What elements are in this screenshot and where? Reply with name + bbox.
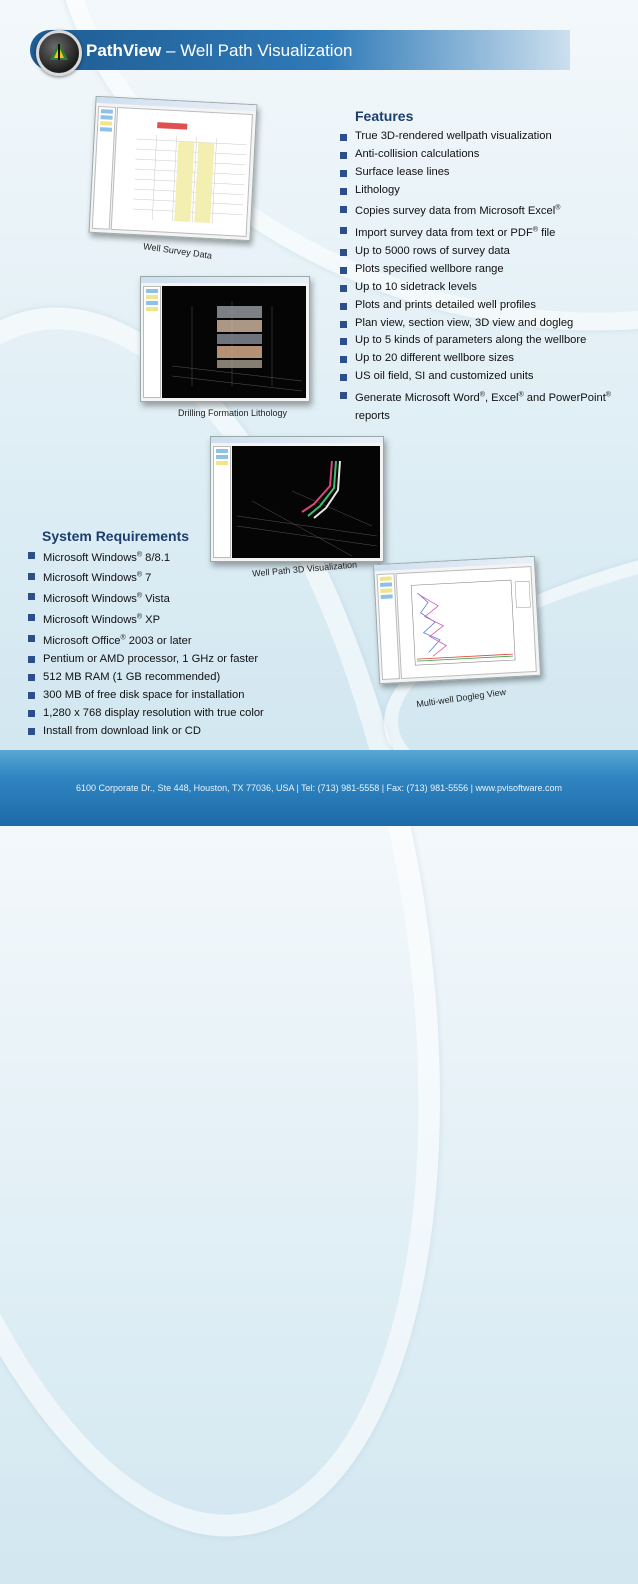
list-item: Microsoft Windows® Vista bbox=[28, 587, 328, 608]
feature-label: Lithology bbox=[355, 183, 400, 196]
list-item: True 3D-rendered wellpath visualization bbox=[340, 128, 620, 146]
list-item: Plots and prints detailed well profiles bbox=[340, 297, 620, 315]
logo-icon bbox=[50, 42, 68, 60]
registered-mark: ® bbox=[120, 633, 126, 641]
feature-label: Plots and prints detailed well profiles bbox=[355, 298, 536, 311]
list-item: Copies survey data from Microsoft Excel® bbox=[340, 200, 620, 222]
list-item: Pentium or AMD processor, 1 GHz or faste… bbox=[28, 650, 328, 668]
requirement-label: Pentium or AMD processor, 1 GHz or faste… bbox=[43, 652, 259, 665]
feature-label: Generate Microsoft Word®, Excel® and Pow… bbox=[355, 391, 611, 422]
caption-well-survey-data: Well Survey Data bbox=[142, 241, 213, 261]
list-item: Plan view, section view, 3D view and dog… bbox=[340, 315, 620, 333]
registered-mark: ® bbox=[136, 551, 143, 558]
list-item: Surface lease lines bbox=[340, 164, 620, 182]
list-item: Up to 20 different wellbore sizes bbox=[340, 350, 620, 368]
list-item: Up to 10 sidetrack levels bbox=[340, 279, 620, 297]
requirement-label: 300 MB of free disk space for installati… bbox=[43, 688, 245, 701]
list-item: 1,280 x 768 display resolution with true… bbox=[28, 704, 328, 722]
feature-label: Import survey data from text or PDF® fil… bbox=[355, 226, 556, 239]
registered-mark: ® bbox=[136, 592, 143, 600]
requirement-label: Microsoft Windows® 7 bbox=[43, 571, 152, 585]
list-item: Lithology bbox=[340, 182, 620, 200]
feature-label: Up to 5000 rows of survey data bbox=[355, 244, 510, 257]
feature-label: Plan view, section view, 3D view and dog… bbox=[355, 316, 574, 329]
logo bbox=[36, 30, 82, 76]
list-item: Generate Microsoft Word®, Excel® and Pow… bbox=[340, 386, 620, 426]
feature-label: Up to 20 different wellbore sizes bbox=[355, 352, 514, 365]
list-item: 512 MB RAM (1 GB recommended) bbox=[28, 668, 328, 686]
requirement-label: Install from download link or CD bbox=[43, 724, 201, 737]
screenshot-well-path-3d bbox=[210, 436, 384, 562]
title-product: PathView bbox=[86, 41, 162, 60]
registered-mark: ® bbox=[605, 391, 611, 399]
caption-drilling-formation-lithology: Drilling Formation Lithology bbox=[178, 408, 288, 418]
features-list: True 3D-rendered wellpath visualization … bbox=[340, 128, 620, 426]
system-requirements-title: System Requirements bbox=[42, 528, 190, 544]
features-title: Features bbox=[355, 108, 414, 124]
registered-mark: ® bbox=[136, 571, 143, 579]
list-item: Microsoft Windows® 8/8.1 bbox=[28, 546, 328, 567]
requirement-label: Microsoft Windows® XP bbox=[43, 613, 161, 626]
list-item: 300 MB of free disk space for installati… bbox=[28, 686, 328, 704]
feature-label: Copies survey data from Microsoft Excel® bbox=[355, 204, 561, 218]
page-title: PathView – Well Path Visualization bbox=[86, 41, 353, 61]
footer-contact: 6100 Corporate Dr., Ste 448, Houston, TX… bbox=[76, 783, 562, 793]
list-item: Microsoft Windows® 7 bbox=[28, 567, 328, 588]
requirement-label: 1,280 x 768 display resolution with true… bbox=[43, 706, 264, 719]
registered-mark: ® bbox=[555, 204, 561, 212]
list-item: Microsoft Office® 2003 or later bbox=[28, 629, 328, 650]
requirement-label: Microsoft Office® 2003 or later bbox=[43, 633, 192, 647]
feature-label: US oil field, SI and customized units bbox=[355, 370, 534, 383]
title-subtitle: – Well Path Visualization bbox=[166, 41, 353, 60]
feature-label: Plots specified wellbore range bbox=[355, 262, 504, 275]
requirement-label: Microsoft Windows® 8/8.1 bbox=[43, 551, 171, 564]
system-requirements-list: Microsoft Windows® 8/8.1 Microsoft Windo… bbox=[28, 546, 328, 740]
registered-mark: ® bbox=[532, 226, 538, 234]
feature-label: Up to 5 kinds of parameters along the we… bbox=[355, 334, 587, 347]
registered-mark: ® bbox=[518, 391, 524, 399]
feature-label: True 3D-rendered wellpath visualization bbox=[355, 130, 552, 142]
header-bar bbox=[30, 30, 570, 70]
feature-label: Surface lease lines bbox=[355, 165, 450, 178]
list-item: Anti-collision calculations bbox=[340, 146, 620, 164]
requirement-label: Microsoft Windows® Vista bbox=[43, 592, 170, 606]
list-item: Plots specified wellbore range bbox=[340, 261, 620, 279]
list-item: US oil field, SI and customized units bbox=[340, 368, 620, 386]
list-item: Import survey data from text or PDF® fil… bbox=[340, 221, 620, 243]
screenshot-drilling-formation-lithology bbox=[140, 276, 310, 402]
registered-mark: ® bbox=[136, 613, 143, 621]
registered-mark: ® bbox=[479, 391, 485, 399]
list-item: Install from download link or CD bbox=[28, 722, 328, 740]
list-item: Up to 5 kinds of parameters along the we… bbox=[340, 332, 620, 350]
screenshot-multi-well-dogleg bbox=[372, 555, 542, 685]
feature-label: Anti-collision calculations bbox=[355, 147, 480, 160]
screenshot-well-survey-data bbox=[88, 95, 258, 242]
footer-band: 6100 Corporate Dr., Ste 448, Houston, TX… bbox=[0, 750, 638, 826]
list-item: Microsoft Windows® XP bbox=[28, 608, 328, 629]
requirement-label: 512 MB RAM (1 GB recommended) bbox=[43, 670, 221, 683]
feature-label: Up to 10 sidetrack levels bbox=[355, 280, 477, 293]
list-item: Up to 5000 rows of survey data bbox=[340, 243, 620, 261]
